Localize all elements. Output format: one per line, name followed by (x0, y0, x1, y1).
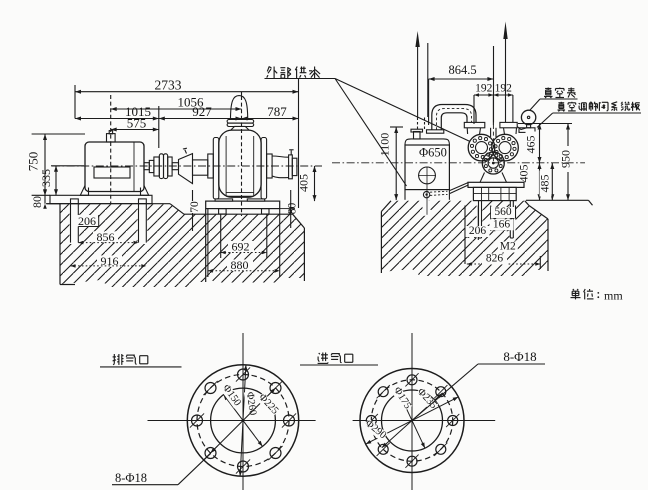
svg-text:826: 826 (486, 253, 504, 265)
svg-text:80: 80 (30, 196, 44, 208)
svg-text:856: 856 (97, 230, 115, 244)
svg-text:485: 485 (538, 175, 552, 193)
svg-text:405: 405 (517, 165, 531, 183)
svg-text:1056: 1056 (178, 95, 205, 110)
svg-text:Φ650: Φ650 (419, 146, 447, 160)
svg-text:Φ260: Φ260 (244, 391, 258, 416)
svg-text:mm: mm (604, 289, 623, 303)
svg-text:927: 927 (192, 104, 212, 119)
svg-text:192: 192 (495, 83, 513, 95)
svg-text:950: 950 (559, 150, 573, 168)
svg-text:206: 206 (469, 225, 487, 237)
svg-text:465: 465 (524, 136, 538, 154)
svg-text:2733: 2733 (155, 78, 182, 93)
svg-text:1015: 1015 (125, 104, 151, 119)
svg-text:166: 166 (493, 218, 511, 230)
svg-text:864.5: 864.5 (448, 63, 476, 77)
svg-text:692: 692 (232, 240, 250, 254)
svg-text:192: 192 (475, 83, 493, 95)
svg-text:8-Φ18: 8-Φ18 (115, 471, 147, 485)
svg-text:335: 335 (39, 169, 53, 187)
svg-text:405: 405 (297, 174, 311, 192)
svg-text:1100: 1100 (377, 133, 391, 157)
svg-text:206: 206 (78, 214, 96, 228)
svg-text:560: 560 (494, 206, 512, 218)
svg-text:8-Φ18: 8-Φ18 (503, 349, 536, 364)
svg-text:787: 787 (267, 104, 287, 119)
svg-text:916: 916 (101, 254, 119, 268)
svg-text:750: 750 (26, 152, 41, 172)
svg-text:M2: M2 (500, 241, 516, 253)
svg-text:70: 70 (189, 201, 201, 213)
svg-text:575: 575 (127, 115, 147, 130)
svg-text:880: 880 (231, 258, 249, 272)
